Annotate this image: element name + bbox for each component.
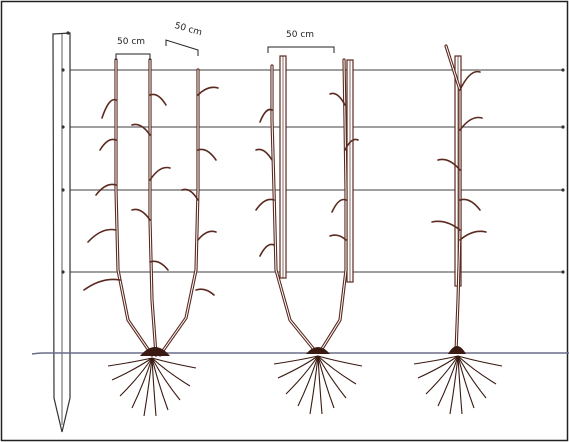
root-10: [152, 358, 196, 368]
post-staple-1: [61, 68, 64, 71]
post-staple-4: [61, 270, 64, 273]
post-staple-2: [61, 125, 64, 128]
plant2-twig-7: [332, 200, 346, 213]
plant3-twig-5: [460, 231, 486, 240]
bracket-tilted: [166, 40, 198, 56]
root-8: [152, 358, 190, 386]
post-cap: [66, 31, 69, 34]
root-8: [318, 356, 356, 384]
wire-end-3: [561, 188, 564, 191]
plant2-cane-right: [320, 60, 346, 352]
plant1-twig-6: [150, 94, 166, 105]
plant2-twig-3: [256, 199, 274, 210]
spacing-label-left: 50 cm: [117, 37, 145, 47]
plant1-twig-15: [196, 289, 214, 295]
plant3-crown: [448, 346, 466, 354]
bracket-center: [268, 47, 334, 53]
plant2-twig-8: [330, 235, 346, 240]
plant2-twig-1: [260, 110, 272, 123]
plant1-cane-right: [160, 70, 198, 355]
plant1-cane-left: [116, 60, 152, 355]
post-body: [53, 33, 70, 432]
plant3-roots: [414, 356, 502, 414]
plant1-cane-right-highlight: [160, 70, 198, 355]
plant1-twig-4: [88, 230, 116, 243]
plant1-twig-13: [182, 189, 198, 200]
plant2-cane-left-highlight: [272, 66, 316, 352]
root-10: [458, 356, 502, 366]
trellis-wires: [55, 68, 565, 273]
wire-end-1: [561, 68, 564, 71]
plant2-roots: [274, 356, 362, 414]
soil-surface: [32, 353, 569, 354]
spacing-label-center: 50 cm: [286, 30, 314, 40]
plant2-cane-left: [272, 66, 316, 352]
plants: [84, 46, 502, 416]
plant1-twig-2: [100, 139, 116, 150]
wire-end-2: [561, 125, 564, 128]
plant2-crown: [306, 347, 330, 354]
plant2-twig-2: [256, 149, 272, 160]
plant3-twig-1: [460, 72, 480, 90]
plant1-cane-left-highlight: [116, 60, 152, 355]
root-10: [318, 356, 362, 366]
plant1-roots: [108, 358, 196, 416]
wire-end-4: [561, 270, 564, 273]
plant1-twig-9: [132, 209, 150, 220]
plant2-twig-5: [330, 93, 345, 105]
root-8: [458, 356, 496, 384]
plant1-twig-11: [198, 87, 218, 95]
plant3-twig-2: [460, 118, 482, 131]
soil-line: [32, 353, 569, 354]
plant1-twig-14: [198, 231, 216, 240]
plant1-twig-8: [150, 168, 170, 181]
bracket-left: [116, 54, 150, 60]
trellis-post: [53, 31, 70, 432]
plant1-twig-5: [84, 279, 120, 290]
plant2-twig-4: [260, 244, 274, 256]
plant1-twig-12: [198, 149, 216, 160]
post-staple-3: [61, 188, 64, 191]
plant1-twig-7: [132, 124, 150, 135]
plant3-twig-4: [460, 199, 480, 210]
plant1-twig-1: [102, 100, 116, 118]
spacing-brackets: [116, 40, 334, 60]
